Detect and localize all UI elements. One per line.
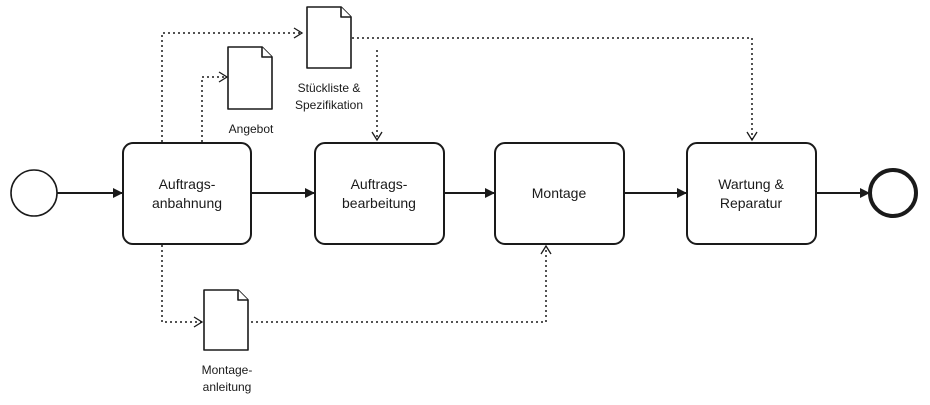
document-montageanleitung[interactable]: Montage- anleitung — [202, 289, 253, 394]
document-label-line: Spezifikation — [295, 98, 363, 112]
document-label-line: Montage- — [202, 363, 253, 377]
association-montageanleitung-to-montage — [251, 246, 547, 323]
task-label-line: Auftrags- — [159, 176, 216, 192]
association-arrowhead — [293, 27, 304, 39]
task-label-line: bearbeitung — [342, 195, 416, 211]
association-anbahnung-to-montageanleitung — [161, 245, 202, 323]
association-arrowhead — [218, 71, 229, 83]
association-arrowhead — [371, 131, 383, 142]
document-fold — [237, 290, 248, 301]
association-arrowhead — [193, 316, 204, 328]
document-icon — [227, 46, 273, 110]
association-arrowhead — [746, 131, 758, 142]
document-label-line: Angebot — [229, 122, 274, 136]
task-auftragsbearbeitung[interactable]: Auftrags- bearbeitung — [314, 142, 445, 245]
start-event[interactable] — [10, 169, 58, 217]
document-icon — [203, 289, 249, 351]
task-label-line: anbahnung — [152, 195, 222, 211]
document-stueckliste[interactable]: Stückliste & Spezifikation — [295, 6, 363, 112]
document-label-line: Stückliste & — [298, 81, 361, 95]
task-label-line: Montage — [532, 185, 587, 201]
task-label-line: Auftrags- — [351, 176, 408, 192]
end-event[interactable] — [868, 168, 918, 218]
association-anbahnung-to-stueckliste — [161, 32, 302, 142]
task-wartung-reparatur[interactable]: Wartung & Reparatur — [686, 142, 817, 245]
document-fold — [261, 47, 272, 58]
document-icon — [306, 6, 352, 69]
document-label-line: anleitung — [203, 380, 252, 394]
task-auftragsanbahnung[interactable]: Auftrags- anbahnung — [122, 142, 252, 245]
association-anbahnung-to-angebot — [201, 76, 227, 142]
association-arrowhead — [540, 244, 552, 255]
task-label-line: Reparatur — [720, 195, 783, 211]
task-label-line: Wartung & — [718, 176, 784, 192]
document-fold — [340, 7, 351, 18]
task-montage[interactable]: Montage — [494, 142, 625, 245]
association-stueckliste-to-wartung — [352, 37, 753, 140]
document-angebot[interactable]: Angebot — [227, 46, 274, 136]
